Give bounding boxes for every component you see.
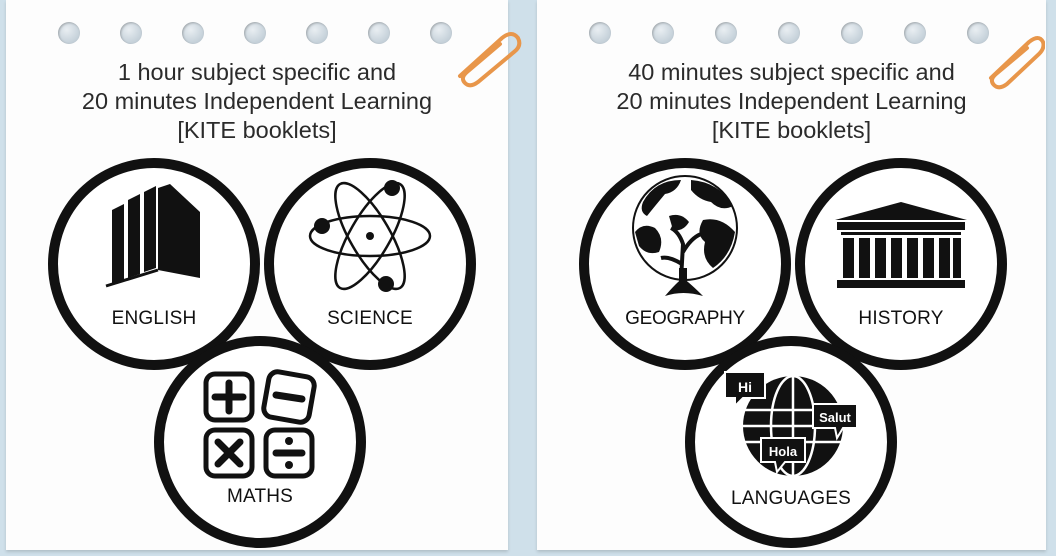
binder-hole — [589, 22, 611, 44]
binder-hole — [841, 22, 863, 44]
binder-hole — [58, 22, 80, 44]
binder-holes — [537, 22, 1046, 48]
greek-temple-icon — [835, 202, 967, 288]
bubble-hola: Hola — [769, 444, 798, 459]
atom-icon — [308, 180, 432, 292]
globe-tree-icon — [632, 175, 738, 296]
subject-label: LANGUAGES — [730, 488, 852, 509]
geography-badge: GEOGRAPHY — [579, 158, 791, 370]
binder-hole — [368, 22, 390, 44]
english-badge: ENGLISH — [48, 158, 260, 370]
binder-hole — [120, 22, 142, 44]
binder-holes — [6, 22, 508, 48]
paperclip-icon — [458, 32, 522, 88]
subject-label: ENGLISH — [111, 308, 197, 329]
subject-label: SCIENCE — [327, 308, 413, 329]
maths-badge: MATHS — [154, 336, 366, 548]
math-symbols-icon — [203, 369, 317, 479]
heading-line: 1 hour subject specific and — [117, 59, 397, 85]
binder-hole — [430, 22, 452, 44]
binder-hole — [715, 22, 737, 44]
subject-label: HISTORY — [858, 308, 944, 329]
binder-hole — [306, 22, 328, 44]
speech-globe-icon: Hi Salut Hola — [724, 371, 858, 478]
binder-hole — [182, 22, 204, 44]
right-heading: 40 minutes subject specific and 20 minut… — [537, 58, 1046, 145]
heading-line: 20 minutes Independent Learning — [81, 88, 433, 114]
heading-line: 20 minutes Independent Learning — [616, 88, 967, 114]
left-heading: 1 hour subject specific and 20 minutes I… — [6, 58, 508, 145]
paperclip-icon — [989, 36, 1045, 90]
languages-badge: Hi Salut Hola LANGUAGES — [685, 336, 897, 548]
subject-label: MATHS — [226, 486, 294, 507]
heading-line: [KITE booklets] — [177, 117, 337, 143]
binder-hole — [244, 22, 266, 44]
binder-hole — [778, 22, 800, 44]
heading-line: [KITE booklets] — [711, 117, 872, 143]
right-card: 40 minutes subject specific and 20 minut… — [537, 0, 1046, 550]
heading-line: 40 minutes subject specific and — [628, 59, 955, 85]
history-badge: HISTORY — [795, 158, 1007, 370]
bubble-salut: Salut — [819, 410, 851, 425]
subject-label: GEOGRAPHY — [625, 308, 745, 329]
books-icon — [105, 184, 200, 288]
science-badge: SCIENCE — [264, 158, 476, 370]
left-card: 1 hour subject specific and 20 minutes I… — [6, 0, 522, 550]
binder-hole — [652, 22, 674, 44]
binder-hole — [904, 22, 926, 44]
binder-hole — [967, 22, 989, 44]
bubble-hi: Hi — [738, 379, 752, 395]
